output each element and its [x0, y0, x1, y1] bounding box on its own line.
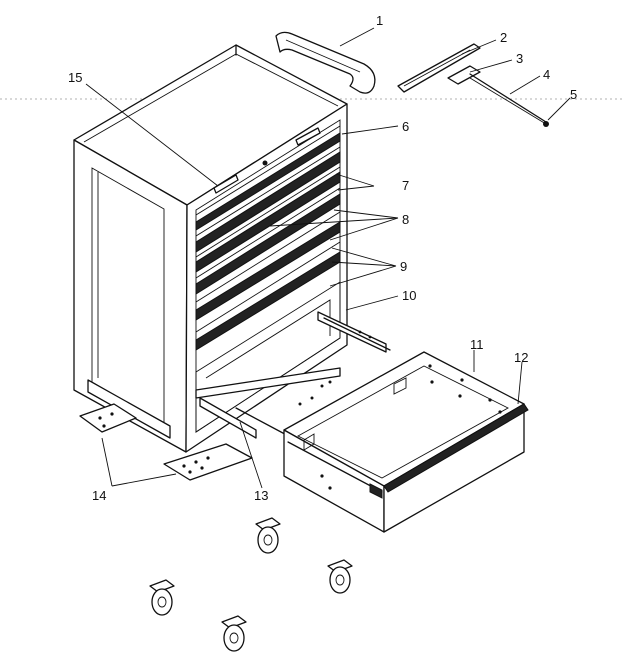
cabinet-handle [275, 31, 376, 94]
callout-3: 3 [516, 51, 523, 66]
caster-4 [221, 615, 247, 652]
handle-bracket [397, 43, 481, 93]
callout-15: 15 [68, 70, 82, 85]
callout-6: 6 [402, 119, 409, 134]
callout-9: 9 [400, 259, 407, 274]
callout-4: 4 [543, 67, 550, 82]
callout-8: 8 [402, 212, 409, 227]
cabinet-drawers [195, 125, 341, 433]
callout-13: 13 [254, 488, 268, 503]
top-handle-slot [213, 127, 321, 194]
callout-11: 11 [470, 337, 484, 352]
caster-2 [327, 559, 353, 594]
caster-1 [255, 517, 281, 554]
callout-14: 14 [92, 488, 106, 503]
callout-1: 1 [376, 13, 383, 28]
callout-10: 10 [402, 288, 416, 303]
leader-lines [85, 27, 571, 489]
pulled-out-drawer [283, 351, 529, 533]
caster-3 [149, 579, 175, 616]
callout-2: 2 [500, 30, 507, 45]
callout-labels: 1 2 3 4 5 6 7 8 9 10 11 12 13 14 15 [68, 13, 577, 503]
lock-bar [447, 65, 549, 127]
callout-12: 12 [514, 350, 528, 365]
foot-brackets [79, 403, 253, 481]
callout-5: 5 [570, 87, 577, 102]
callout-7: 7 [402, 178, 409, 193]
